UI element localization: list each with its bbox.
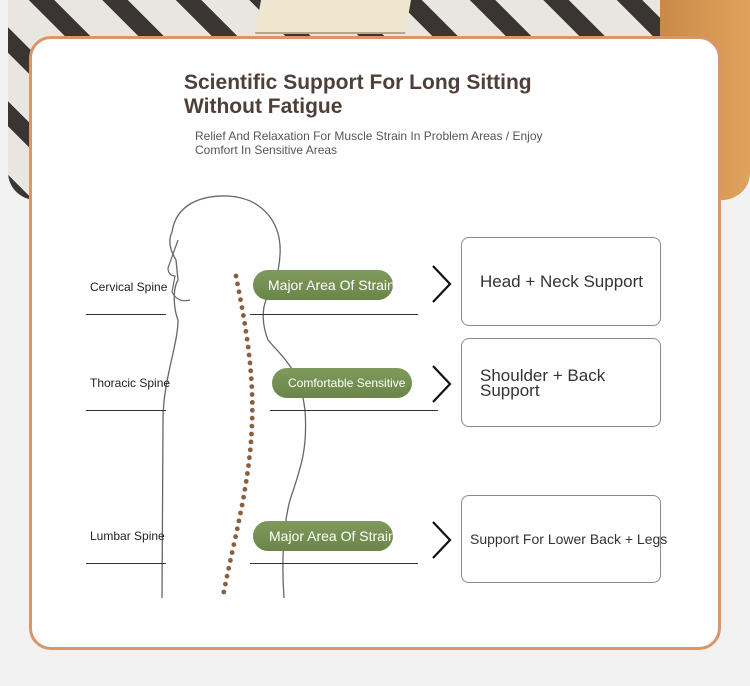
- strain-pill-lumbar: Major Area Of Strain: [253, 521, 393, 551]
- spine-dot: [249, 407, 255, 413]
- spine-dot: [248, 368, 254, 374]
- spine-dot: [238, 510, 243, 516]
- spine-dots: [221, 273, 255, 595]
- spine-dot: [248, 439, 254, 445]
- spine-dot: [243, 328, 249, 334]
- spine-dot: [221, 589, 227, 595]
- body-outline: [161, 195, 307, 599]
- pill-label: Major Area Of Strain: [268, 277, 393, 293]
- support-box-lower-back-legs: Support For Lower Back + Legs: [461, 495, 667, 583]
- spine-dot: [246, 463, 251, 468]
- divider-line: [86, 563, 166, 564]
- spine-dot: [224, 573, 230, 579]
- support-box-shoulder-back: Shoulder + Back Support: [461, 338, 661, 427]
- face-profile: [167, 239, 191, 302]
- spine-label-lumbar: Lumbar Spine: [90, 529, 165, 543]
- spine-dot: [241, 494, 247, 500]
- spine-dot: [236, 289, 242, 295]
- strain-pill-cervical: Major Area Of Strain: [253, 270, 393, 300]
- spine-dot: [226, 565, 232, 571]
- spine-dot: [245, 344, 251, 350]
- divider-line: [86, 410, 166, 411]
- spine-dot: [235, 281, 240, 287]
- spine-dot: [242, 486, 248, 492]
- spine-dot: [231, 542, 237, 547]
- spine-dot: [241, 313, 246, 318]
- spine-dot: [223, 581, 228, 587]
- spine-dot: [249, 415, 255, 421]
- spine-label-cervical: Cervical Spine: [90, 280, 168, 294]
- spine-dot: [228, 558, 233, 563]
- divider-line: [270, 410, 438, 411]
- page-title: Scientific Support For Long Sitting With…: [184, 71, 532, 118]
- spine-dot: [249, 431, 254, 437]
- support-box-head-neck: Head + Neck Support: [461, 237, 661, 326]
- spine-label-thoracic: Thoracic Spine: [90, 376, 171, 390]
- pill-label: Major Area Of Strain: [269, 528, 393, 544]
- support-label: Head + Neck Support: [480, 272, 644, 291]
- spine-dot: [233, 273, 239, 279]
- spine-dot: [234, 526, 240, 532]
- spine-dot: [249, 392, 255, 397]
- spine-dot: [247, 447, 253, 453]
- spine-dot: [239, 305, 245, 310]
- spine-dot: [249, 400, 255, 405]
- pill-label: Comfortable Sensitive: [288, 376, 406, 390]
- spine-dot: [247, 360, 253, 366]
- spine-dot: [248, 376, 254, 382]
- spine-dot: [229, 550, 235, 555]
- spine-dot: [236, 518, 242, 524]
- support-label: Shoulder + Back Support: [480, 365, 606, 400]
- divider-line: [250, 563, 418, 564]
- spine-dot: [233, 534, 239, 540]
- spine-dot: [238, 297, 243, 303]
- page-subtitle: Relief And Relaxation For Muscle Strain …: [195, 129, 543, 157]
- spine-dot: [247, 455, 252, 461]
- spine-dot: [249, 423, 255, 429]
- chevron-right-icon: [432, 265, 452, 303]
- comfort-pill-thoracic: Comfortable Sensitive: [272, 368, 412, 398]
- spine-dot: [245, 471, 250, 476]
- divider-line: [250, 314, 418, 315]
- chevron-right-icon: [432, 521, 452, 559]
- spine-dot: [246, 352, 252, 358]
- divider-line: [86, 314, 166, 315]
- spine-dot: [243, 479, 249, 484]
- chevron-right-icon: [432, 365, 452, 403]
- spine-dot: [242, 321, 248, 326]
- spine-dot: [239, 502, 245, 508]
- spine-dot: [249, 384, 255, 389]
- spine-dot: [244, 336, 250, 342]
- support-label: Support For Lower Back + Legs: [470, 531, 668, 547]
